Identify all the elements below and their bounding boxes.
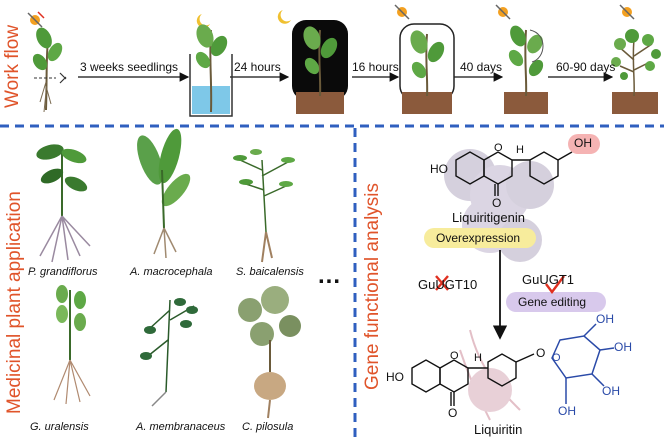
species-label-g-uralensis: G. uralensis bbox=[30, 421, 89, 433]
overexpression-label: Overexpression bbox=[436, 231, 521, 245]
plant-s-baicalensis bbox=[233, 149, 295, 263]
oh-highlight bbox=[568, 134, 600, 154]
oh-label-glucose-3: OH bbox=[602, 384, 620, 398]
o-label-bottom-ring: O bbox=[450, 350, 459, 362]
gene-check-mark bbox=[545, 275, 565, 294]
gene-left-label: GuUGT10 bbox=[418, 277, 478, 292]
step-label-2: 24 hours bbox=[234, 60, 281, 74]
sun-crossed-icon bbox=[27, 11, 45, 28]
liquiritin-structure bbox=[411, 353, 535, 406]
step-label-4: 40 days bbox=[460, 60, 503, 74]
o-label-glycoside: O bbox=[536, 346, 546, 360]
section-label-medicinal: Medicinal plant application bbox=[4, 191, 25, 414]
moon-icon-2 bbox=[277, 10, 291, 24]
oh-label-glucose-2: OH bbox=[614, 340, 632, 354]
h-label-bottom: H bbox=[474, 352, 482, 364]
compound-name-bottom: Liquiritin bbox=[474, 422, 523, 437]
oh-label-top: OH bbox=[574, 136, 592, 150]
gene-right-label: GuUGT1 bbox=[522, 272, 575, 287]
oh-label-glucose-4: OH bbox=[558, 404, 576, 418]
seedling-initial bbox=[32, 27, 63, 113]
species-label-s-baicalensis: S. baicalensis bbox=[236, 266, 304, 278]
gene-editing-label: Gene editing bbox=[518, 295, 587, 309]
ho-label-top: HO bbox=[430, 162, 448, 176]
section-label-workflow: Work flow bbox=[2, 24, 23, 108]
plant-p-grandiflorus bbox=[36, 144, 91, 263]
glucose-ring bbox=[551, 323, 615, 404]
species-label-c-pilosula: C. pilosula bbox=[242, 421, 294, 433]
clear-dome-pot bbox=[399, 23, 455, 114]
compound-name-top: Liquiritigenin bbox=[452, 210, 525, 225]
step-label-3: 16 hours bbox=[352, 60, 399, 74]
beaker-water bbox=[189, 24, 233, 117]
plant-a-membranaceus bbox=[140, 298, 198, 407]
sun-moon-icon bbox=[394, 4, 410, 20]
liquiritigenin-structure bbox=[455, 151, 573, 196]
moon-icon bbox=[196, 14, 210, 28]
o-label-top-ketone: O bbox=[492, 196, 502, 210]
o-label-bottom-ketone: O bbox=[448, 406, 458, 420]
plant-a-macrocephala bbox=[137, 128, 191, 259]
scissors-icon bbox=[34, 72, 67, 84]
dark-dome-pot bbox=[292, 20, 348, 114]
ellipsis: ... bbox=[318, 262, 342, 289]
species-label-p-grandiflorus: P. grandiflorus bbox=[28, 266, 98, 278]
sun-moon-icon-2 bbox=[495, 4, 511, 20]
step-label-1: 3 weeks seedlings bbox=[80, 60, 179, 74]
species-label-a-membranaceus: A. membranaceus bbox=[136, 421, 226, 433]
oh-label-glucose-1: OH bbox=[596, 312, 614, 326]
species-label-a-macrocephala: A. macrocephala bbox=[130, 266, 213, 278]
step-label-5: 60-90 days bbox=[556, 60, 616, 74]
plant-c-pilosula bbox=[238, 286, 301, 419]
overexpression-pill bbox=[424, 228, 536, 248]
o-label-glucose-ring: O bbox=[552, 352, 561, 364]
o-label-top-ring: O bbox=[494, 142, 503, 154]
gene-knockout-cross bbox=[435, 275, 449, 291]
h-label-top: H bbox=[516, 144, 524, 156]
section-label-gene: Gene functional analysis bbox=[362, 182, 383, 390]
sun-moon-icon-3 bbox=[619, 4, 635, 20]
pot-40-days bbox=[504, 25, 548, 114]
ho-label-bottom: HO bbox=[386, 370, 404, 384]
pot-60-90-days bbox=[611, 29, 661, 114]
gene-editing-pill bbox=[506, 292, 606, 312]
plant-g-uralensis bbox=[53, 285, 91, 405]
